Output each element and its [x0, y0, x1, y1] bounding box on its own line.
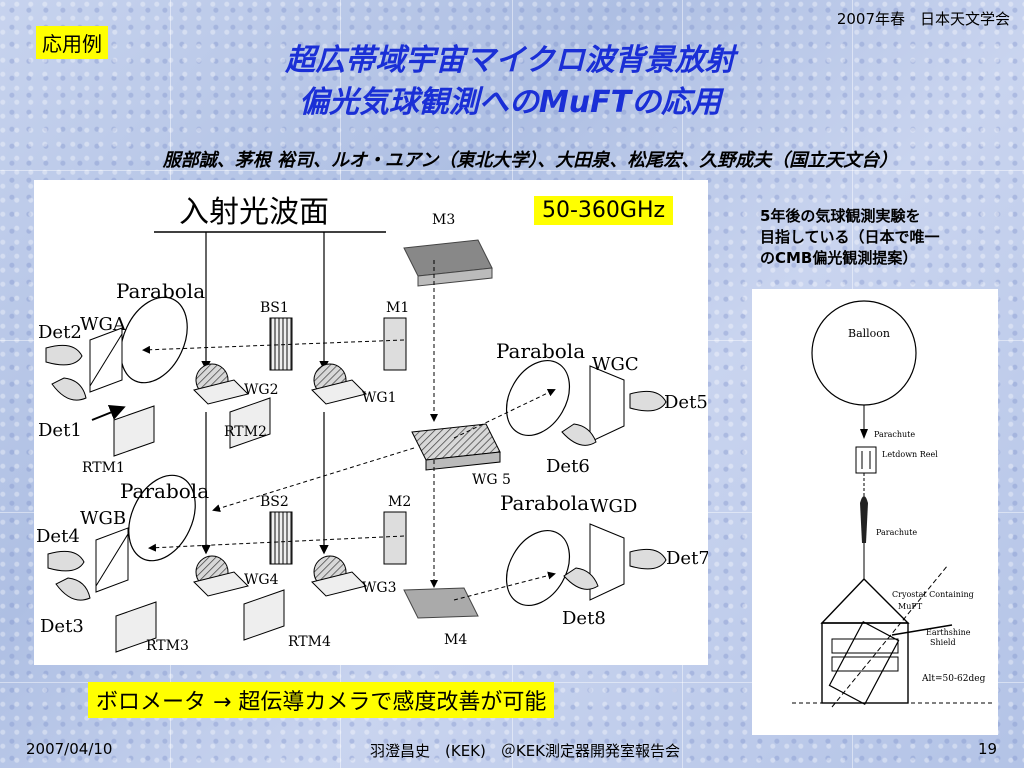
slide-title-line1: 超広帯域宇宙マイクロ波背景放射	[285, 43, 735, 78]
cryostat-label: Cryostat Containing	[892, 590, 974, 599]
det4-label: Det4	[36, 526, 80, 547]
det8-label: Det8	[562, 608, 606, 629]
frequency-range-label: 50-360GHz	[534, 196, 674, 225]
earthshine-shield	[891, 624, 953, 636]
cryostat	[828, 621, 900, 705]
rtm4-label: RTM4	[288, 634, 331, 650]
page-number: 19	[978, 740, 998, 758]
muft-optics-diagram: 入射光波面 M3 Parabola WGA Det2 Det1 RTM1 BS1…	[34, 180, 710, 665]
footer-presenter: 羽澄昌史 (KEK) ＠KEK測定器開発室報告会	[370, 742, 681, 760]
det1-horn	[51, 377, 87, 401]
altitude-angle-label: Alt=50-62deg	[921, 674, 986, 684]
wgc-label: WGC	[592, 354, 639, 375]
parabola-label-1: Parabola	[116, 279, 205, 303]
parachute-2-icon	[860, 496, 868, 543]
note-line: 5年後の気球観測実験を	[760, 207, 921, 225]
bs2-label: BS2	[260, 494, 289, 510]
parabola-upper-left	[120, 296, 188, 384]
balloon-label: Balloon	[848, 327, 890, 340]
rtm3	[115, 601, 157, 653]
m2	[383, 511, 407, 565]
balloon-experiment-note: 5年後の気球観測実験を 目指している（日本で唯一 のCMB偏光観測提案）	[760, 206, 1000, 269]
det6-label: Det6	[546, 456, 590, 477]
wg2-label: WG2	[244, 382, 278, 398]
wg5-label: WG 5	[472, 472, 511, 488]
parachute-1-icon	[860, 429, 868, 439]
gondola-roof	[820, 577, 910, 624]
balloon-svg: Balloon Parachute Letdown Reel Parachute…	[792, 300, 992, 708]
rtm2-label: RTM2	[224, 424, 267, 440]
m3-label: M3	[432, 212, 455, 228]
parabola-label-3: Parabola	[120, 479, 209, 503]
parabola-label-4: Parabola	[500, 491, 589, 515]
det1-label: Det1	[38, 420, 82, 441]
conference-label: 2007年春 日本天文学会	[836, 10, 1010, 28]
wgd-label: WGD	[590, 496, 637, 517]
bolometer-note: ボロメータ → 超伝導カメラで感度改善が可能	[88, 682, 555, 718]
parabola-lower-left	[128, 474, 196, 562]
application-tag: 応用例	[36, 26, 108, 59]
bs2	[269, 511, 293, 565]
m4-label: M4	[444, 632, 467, 648]
wgd-grid	[589, 523, 625, 601]
letdown-reel	[855, 446, 877, 474]
wgb-label: WGB	[80, 508, 126, 529]
det6-horn	[561, 423, 597, 446]
det3-horn	[55, 577, 91, 601]
parabola-label-2: Parabola	[496, 339, 585, 363]
slide-title-line2: 偏光気球観測へのMuFTの応用	[298, 85, 722, 120]
wga-label: WGA	[80, 314, 127, 335]
det7-horn	[629, 548, 667, 570]
wg1-label: WG1	[362, 390, 396, 406]
det4-horn	[47, 550, 85, 572]
wavefront-label: 入射光波面	[179, 195, 329, 230]
wg4-label: WG4	[244, 572, 279, 588]
rtm1	[113, 405, 155, 457]
parabola-upper-right	[505, 360, 571, 436]
m2-label: M2	[388, 494, 411, 510]
det8-horn	[563, 567, 599, 590]
parachute-2-label: Parachute	[876, 528, 917, 537]
m1	[383, 317, 407, 371]
authors: 服部誠、茅根 裕司、ルオ・ユアン（東北大学）、大田泉、松尾宏、久野成夫（国立天文…	[162, 150, 898, 171]
note-line: のCMB偏光観測提案）	[760, 249, 918, 267]
balloon-gondola-diagram: Balloon Parachute Letdown Reel Parachute…	[752, 289, 998, 735]
det5-horn	[629, 390, 667, 412]
m1-label: M1	[386, 300, 409, 316]
footer-date: 2007/04/10	[26, 740, 113, 758]
earthshine-label-1: Earthshine	[926, 628, 971, 637]
det5-label: Det5	[664, 392, 708, 413]
optics-svg: 入射光波面 M3 Parabola WGA Det2 Det1 RTM1 BS1…	[36, 195, 710, 654]
rtm4	[243, 589, 285, 641]
muft-label: MuFT	[898, 602, 923, 611]
note-line: 目指している（日本で唯一	[760, 228, 940, 246]
det2-label: Det2	[38, 322, 82, 343]
letdown-reel-label: Letdown Reel	[882, 450, 938, 459]
rtm3-label: RTM3	[146, 638, 189, 654]
rtm2	[229, 397, 271, 449]
earthshine-label-2: Shield	[930, 638, 956, 647]
det2-horn	[45, 344, 83, 366]
rtm1-label: RTM1	[82, 460, 125, 476]
bs1-label: BS1	[260, 300, 289, 316]
parabola-lower-right	[505, 530, 571, 606]
balloon-shape	[811, 300, 917, 406]
wgc-grid	[589, 365, 625, 443]
parachute-1-label: Parachute	[874, 430, 915, 439]
m4-mirror	[403, 587, 479, 619]
wg3-label: WG3	[362, 580, 396, 596]
det7-label: Det7	[666, 548, 708, 569]
line-of-sight	[831, 564, 949, 708]
det3-label: Det3	[40, 616, 84, 637]
background-line	[0, 170, 1024, 171]
